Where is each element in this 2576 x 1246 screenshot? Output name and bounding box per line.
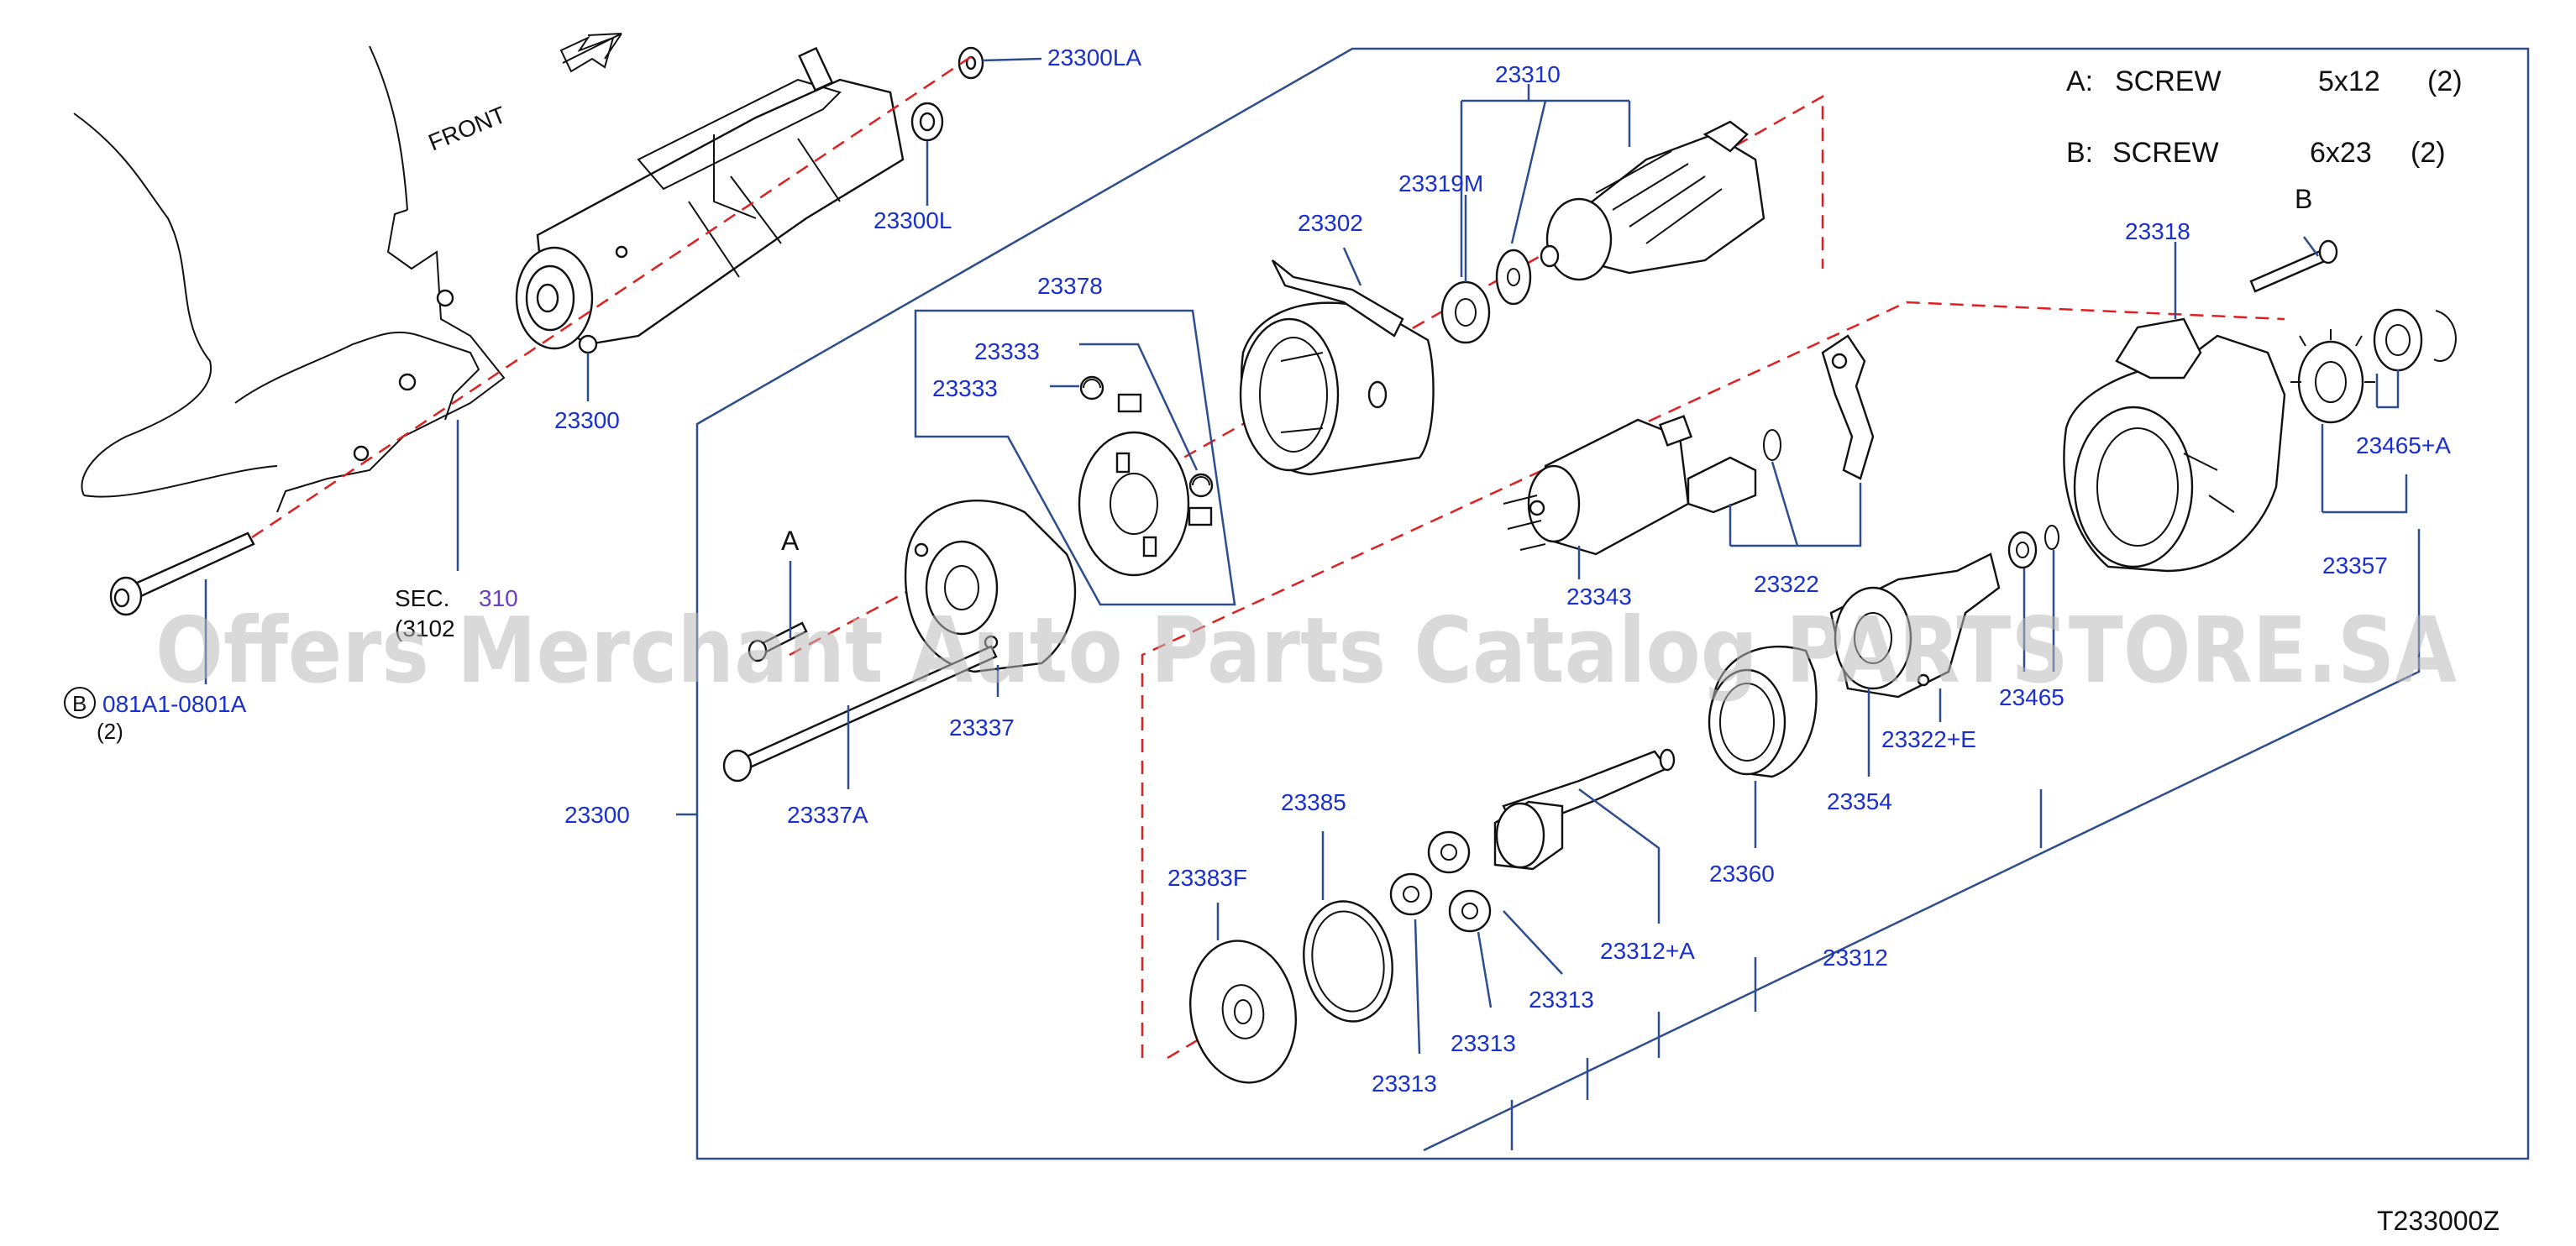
part-label-23333-b[interactable]: 23333 bbox=[932, 375, 998, 401]
part-label-23300-frame[interactable]: 23300 bbox=[564, 802, 630, 828]
part-label-23378[interactable]: 23378 bbox=[1037, 273, 1103, 299]
part-label-23383f[interactable]: 23383F bbox=[1167, 865, 1247, 891]
screw-b bbox=[2249, 239, 2338, 293]
part-label-23318[interactable]: 23318 bbox=[2125, 218, 2190, 244]
front-label: FRONT bbox=[425, 102, 510, 156]
section-ref-label: SEC. bbox=[395, 585, 449, 611]
screw-a bbox=[748, 621, 808, 662]
section-ref-sub: (3102 bbox=[395, 615, 455, 641]
brush-holder-group-box bbox=[914, 309, 1236, 606]
part-label-23465[interactable]: 23465 bbox=[1999, 684, 2064, 710]
clutch-23354 bbox=[1829, 552, 2001, 699]
through-bolt-23337a bbox=[722, 645, 998, 783]
part-label-23313-c[interactable]: 23313 bbox=[1372, 1071, 1437, 1097]
rear-cover-23337 bbox=[904, 500, 1077, 673]
part-label-23357[interactable]: 23357 bbox=[2322, 552, 2388, 578]
part-label-23337[interactable]: 23337 bbox=[949, 715, 1015, 741]
planet-gear-23313a bbox=[1427, 830, 1471, 874]
callout-letter-b: B bbox=[2295, 184, 2312, 214]
starter-assembly-drawing bbox=[515, 46, 905, 354]
part-label-23300-top[interactable]: 23300 bbox=[554, 407, 620, 433]
brush-block-a bbox=[1117, 393, 1142, 413]
bearing-23465a bbox=[2373, 308, 2423, 372]
ring-23465 bbox=[2007, 525, 2059, 569]
engine-block-outline bbox=[73, 45, 506, 513]
legend-a-qty: (2) bbox=[2427, 65, 2463, 97]
part-label-23322e[interactable]: 23322+E bbox=[1881, 726, 1976, 752]
part-label-23333-a[interactable]: 23333 bbox=[974, 338, 1040, 364]
plunger-23322 bbox=[1687, 334, 1875, 514]
part-label-23337a[interactable]: 23337A bbox=[787, 802, 868, 828]
shaft-23312 bbox=[1493, 748, 1676, 871]
part-label-23312a[interactable]: 23312+A bbox=[1600, 938, 1695, 964]
gear-housing-23318 bbox=[2063, 317, 2286, 573]
armature-23310 bbox=[1540, 120, 1765, 281]
bolt-callout-letter: B bbox=[72, 691, 87, 716]
diagram-code: T233000Z bbox=[2377, 1206, 2500, 1236]
part-label-23343[interactable]: 23343 bbox=[1566, 584, 1632, 610]
legend-a-letter: A: bbox=[2066, 65, 2093, 97]
callout-letter-a: A bbox=[781, 526, 800, 556]
front-arrow-icon bbox=[559, 33, 622, 73]
section-ref-number[interactable]: 310 bbox=[479, 585, 518, 611]
ring-23385 bbox=[1303, 900, 1393, 1023]
pinion-gear-23357 bbox=[2290, 329, 2375, 424]
part-label-23354[interactable]: 23354 bbox=[1827, 788, 1892, 814]
legend-b-size: 6x23 bbox=[2310, 137, 2372, 169]
exploded-view-frame bbox=[695, 47, 2530, 1160]
internal-gear-23360 bbox=[1708, 645, 1818, 778]
legend-a-name: SCREW bbox=[2115, 65, 2222, 97]
planet-gear-23313c bbox=[1448, 889, 1492, 933]
bolt-callout-qty: (2) bbox=[97, 719, 123, 744]
part-label-23300la[interactable]: 23300LA bbox=[1047, 44, 1141, 71]
yoke-23302 bbox=[1239, 259, 1435, 476]
part-label-23322[interactable]: 23322 bbox=[1754, 571, 1819, 597]
part-label-23302[interactable]: 23302 bbox=[1298, 210, 1363, 236]
bolt-callout-circle bbox=[64, 687, 96, 719]
brush-spring-23333b bbox=[1188, 473, 1214, 498]
plate-23383f bbox=[1188, 940, 1298, 1084]
brush-block-b bbox=[1188, 506, 1213, 526]
washer-23310b bbox=[1495, 249, 1532, 306]
leader-lines bbox=[204, 57, 2421, 1152]
part-label-23319m[interactable]: 23319M bbox=[1398, 170, 1483, 196]
brush-plate-23378 bbox=[1078, 431, 1190, 577]
brush-spring-23333a bbox=[1079, 375, 1104, 400]
part-label-23313-b[interactable]: 23313 bbox=[1451, 1030, 1516, 1056]
nut-23300l bbox=[910, 102, 944, 142]
legend-b-name: SCREW bbox=[2112, 137, 2219, 169]
washer-23319m bbox=[1440, 280, 1491, 344]
part-label-23360[interactable]: 23360 bbox=[1709, 861, 1775, 887]
part-label-23465a[interactable]: 23465+A bbox=[2356, 432, 2451, 458]
bolt-081a1-0801a bbox=[109, 531, 255, 616]
solenoid-23343 bbox=[1503, 415, 1693, 556]
bolt-callout-part[interactable]: 081A1-0801A bbox=[102, 691, 247, 717]
part-label-23300l[interactable]: 23300L bbox=[874, 207, 952, 233]
part-label-23313-a[interactable]: 23313 bbox=[1529, 987, 1594, 1013]
washer-23300la bbox=[957, 46, 984, 80]
part-label-23310[interactable]: 23310 bbox=[1495, 61, 1561, 87]
planet-gear-23313b bbox=[1389, 872, 1433, 916]
legend-b-qty: (2) bbox=[2411, 137, 2446, 169]
part-label-23312[interactable]: 23312 bbox=[1823, 945, 1888, 971]
snap-ring-23465a bbox=[2433, 310, 2457, 362]
watermark-text: Offers Merchant Auto Parts Catalog PARTS… bbox=[155, 599, 2457, 704]
legend-a-size: 5x12 bbox=[2318, 65, 2380, 97]
part-label-23385[interactable]: 23385 bbox=[1281, 789, 1346, 815]
legend-b-letter: B: bbox=[2066, 137, 2093, 169]
